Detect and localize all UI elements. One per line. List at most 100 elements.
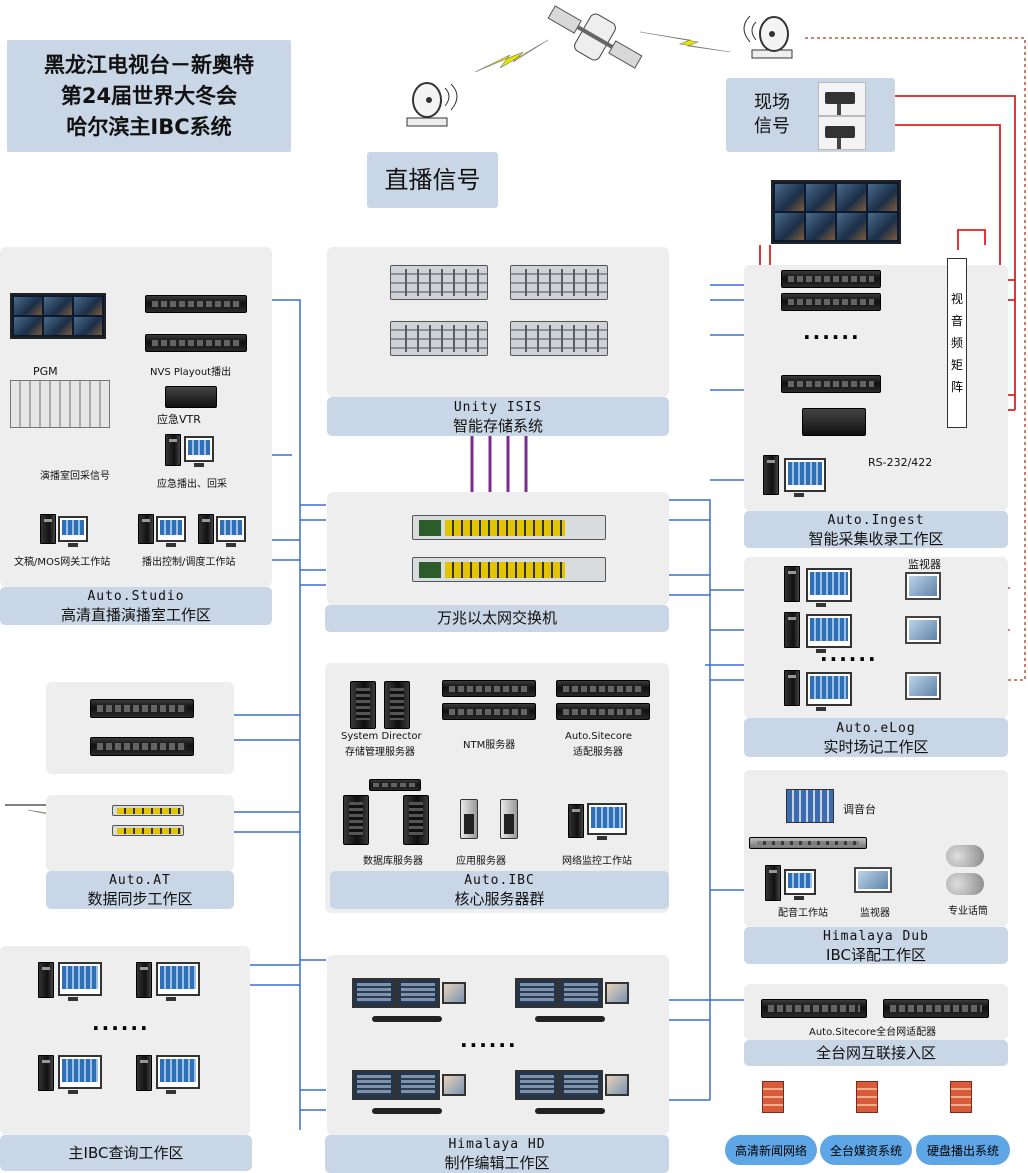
cloud-label: 高清新闻网络 (734, 1143, 807, 1158)
query-pc-icon (38, 1055, 54, 1091)
elog-monitor-label: 监视器 (908, 558, 941, 571)
at-label-en: Auto.AT (109, 873, 171, 888)
ingest-pc-icon (763, 455, 779, 495)
switch-label-zh: 万兆以太网交换机 (436, 609, 557, 627)
switch-icon (412, 515, 606, 540)
return-signal-label: 演播室回采信号 (40, 471, 110, 482)
db-server-icon (343, 795, 369, 845)
matrix-char: 矩 (950, 358, 963, 372)
satellite-icon (547, 5, 643, 69)
elog-pc-icon (784, 566, 800, 602)
elog-pc-icon (784, 612, 800, 648)
switch-panel (327, 492, 669, 605)
monitor-ws-screen-icon (587, 803, 627, 840)
nvs-server (145, 334, 247, 352)
ingest-dots: ······ (803, 325, 861, 349)
core-label: Auto.IBC 核心服务器群 (330, 871, 669, 909)
dub-ws-label: 配音工作站 (778, 908, 828, 919)
nvs-server (145, 295, 247, 313)
title-box: 黑龙江电视台－新奥特 第24届世界大冬会 哈尔滨主IBC系统 (7, 40, 291, 152)
elog-label-en: Auto.eLog (836, 720, 916, 736)
live-signal-text: 直播信号 (384, 165, 481, 194)
ingest-server-icon (781, 293, 881, 311)
storage-array-icon (390, 321, 488, 356)
ingest-monitor-icon (784, 458, 826, 497)
rs232-label: RS-232/422 (868, 456, 933, 469)
elog-dots: ······ (820, 647, 878, 671)
studio-label: Auto.Studio 高清直播演播室工作区 (0, 587, 272, 625)
elog-label: Auto.eLog 实时场记工作区 (744, 718, 1008, 757)
net-adapter-label: Auto.Sitecore全台网适配器 (809, 1027, 937, 1038)
firewall-icon (762, 1081, 784, 1113)
switch-label: 万兆以太网交换机 (325, 605, 669, 632)
control-pc-icon (138, 514, 154, 544)
storage-label: Unity ISIS 智能存储系统 (327, 397, 669, 436)
storage-array-icon (510, 321, 608, 356)
at-upper-panel (46, 682, 234, 774)
mos-monitor-icon (58, 516, 88, 547)
core-label-en: Auto.IBC (464, 873, 535, 888)
live-signal-label: 直播信号 (367, 152, 498, 208)
title-line2: 第24届世界大冬会 (60, 83, 238, 108)
control-label: 播出控制/调度工作站 (142, 557, 236, 568)
emergency-monitor-icon (184, 436, 214, 467)
query-label-zh: 主IBC查询工作区 (68, 1143, 184, 1162)
edit-workstation-icon (352, 978, 466, 1034)
monitor-ws-pc-icon (568, 804, 584, 838)
elog-monitor-icon (806, 614, 852, 653)
dub-label: Himalaya Dub IBC译配工作区 (744, 927, 1008, 964)
ingest-video-wall (771, 180, 901, 244)
core-label-zh: 核心服务器群 (454, 890, 545, 908)
camera-icon (818, 82, 866, 116)
matrix-char: 阵 (950, 380, 963, 394)
ingest-label: Auto.Ingest 智能采集收录工作区 (744, 511, 1008, 548)
elog-lcd-icon (905, 672, 941, 700)
query-dots: ······ (92, 1016, 150, 1040)
ingest-label-zh: 智能采集收录工作区 (808, 529, 944, 548)
ntm-label: NTM服务器 (463, 740, 516, 751)
app-label: 应用服务器 (456, 856, 506, 867)
app-server-icon (460, 799, 478, 839)
storage-array-icon (510, 265, 608, 300)
db-switch-icon (369, 779, 421, 791)
mixer-label: 调音台 (843, 803, 876, 816)
system-director-icon (384, 681, 410, 729)
db-label: 数据库服务器 (363, 856, 423, 867)
dish-right-icon (743, 15, 793, 59)
vtr-icon (165, 386, 217, 408)
cloud-media-asset: 全台媒资系统 (820, 1135, 912, 1165)
av-matrix: 视 音 频 矩 阵 (947, 258, 967, 428)
dub-monitor-icon (784, 869, 816, 900)
query-pc-icon (136, 962, 152, 998)
matrix-char: 视 (950, 292, 963, 306)
title-line3: 哈尔滨主IBC系统 (66, 114, 232, 139)
sd-label-1: System Director (341, 731, 422, 742)
at-switch-icon (112, 805, 184, 816)
elog-lcd-icon (905, 572, 941, 600)
firewall-icon (856, 1081, 878, 1113)
dub-pc-icon (765, 865, 781, 901)
studio-label-en: Auto.Studio (87, 589, 185, 604)
microphone-icon (946, 845, 984, 867)
at-label: Auto.AT 数据同步工作区 (46, 871, 234, 909)
site-signal-line2: 信号 (754, 116, 790, 137)
app-server-icon (500, 799, 518, 839)
cloud-label: 全台媒资系统 (829, 1143, 902, 1158)
storage-array-icon (390, 265, 488, 300)
nvs-label: NVS Playout播出 (150, 367, 232, 378)
audio-rack-icon (749, 837, 867, 849)
system-director-icon (350, 681, 376, 729)
at-server-icon (90, 699, 194, 718)
dub-label-en: Himalaya Dub (823, 928, 929, 944)
pgm-label: PGM (33, 365, 58, 378)
query-monitor-icon (58, 1055, 102, 1094)
switcher-console-icon (10, 380, 110, 428)
elog-monitor-icon (806, 672, 852, 711)
cloud-news-network: 高清新闻网络 (725, 1135, 817, 1165)
elog-pc-icon (784, 670, 800, 706)
at-server-icon (90, 737, 194, 756)
switch-icon (412, 557, 606, 582)
elog-lcd-icon (905, 616, 941, 644)
firewall-icon (950, 1081, 972, 1113)
